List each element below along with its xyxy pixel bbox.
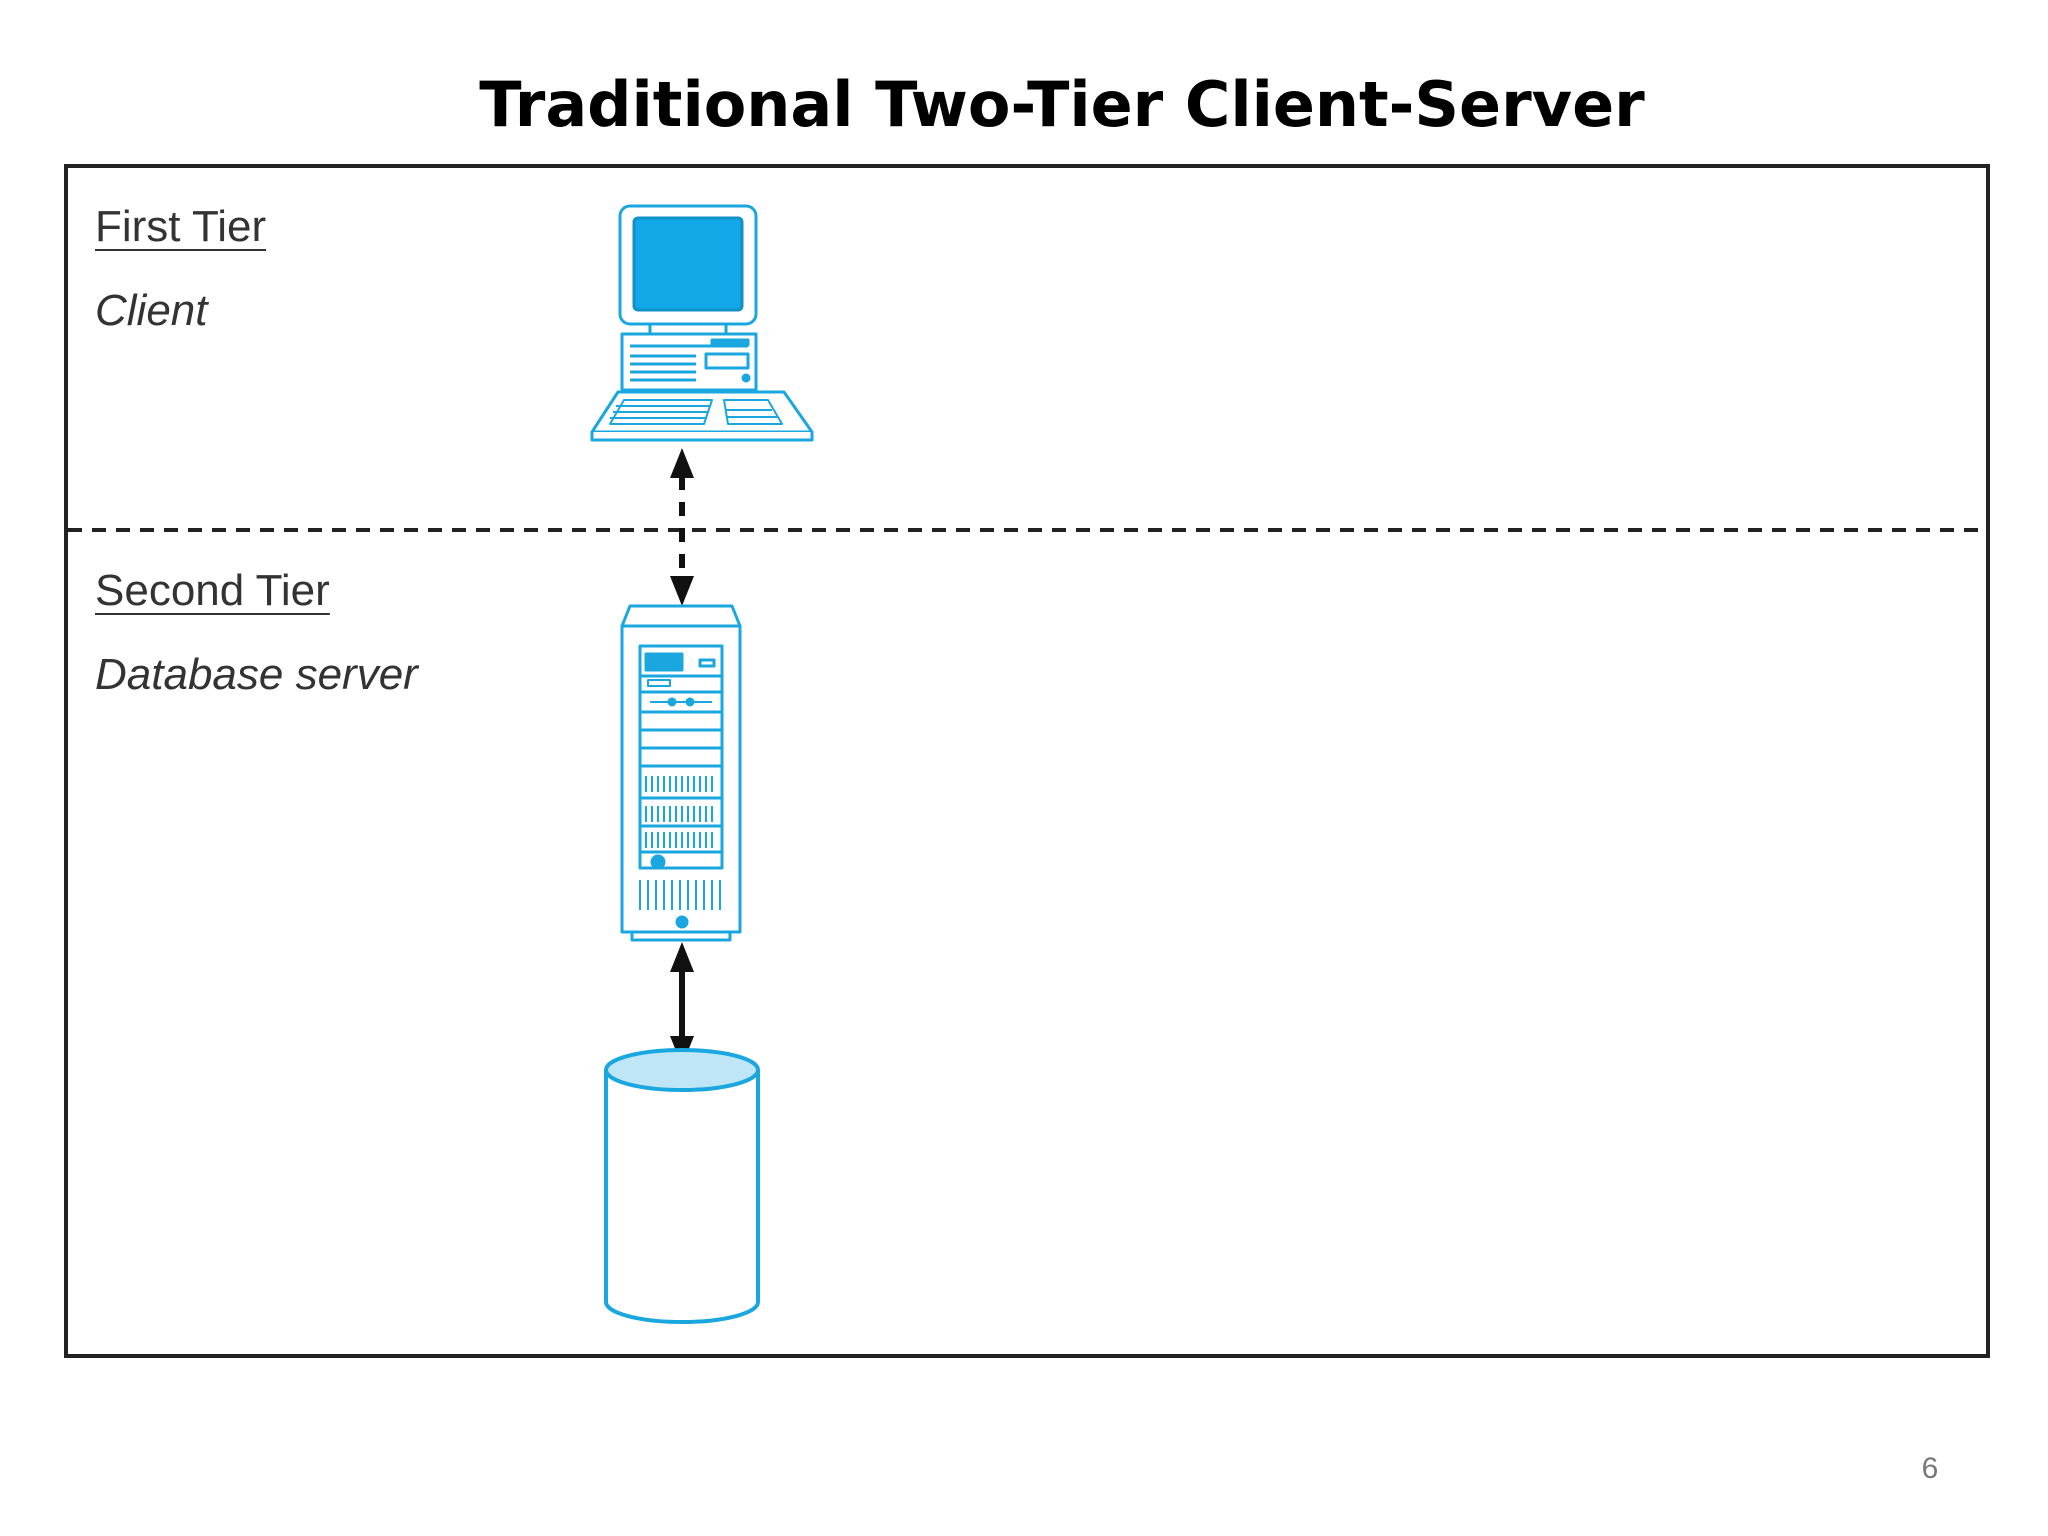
first-tier-subtitle: Client xyxy=(95,286,208,335)
second-tier-heading: Second Tier xyxy=(95,566,330,615)
second-tier-subtitle: Database server xyxy=(95,650,418,699)
first-tier-heading: First Tier xyxy=(95,202,267,251)
server-arrowhead-down xyxy=(670,576,694,606)
database-server-icon xyxy=(620,604,742,942)
client-computer-icon xyxy=(590,204,814,442)
diagram-frame xyxy=(64,164,1990,1358)
server-arrowhead-up xyxy=(670,942,694,972)
database-cylinder-icon xyxy=(604,1048,760,1324)
page-number: 6 xyxy=(1921,1452,1939,1485)
client-arrowhead-up xyxy=(670,448,694,478)
slide-title: Traditional Two-Tier Client-Server xyxy=(479,68,1645,141)
